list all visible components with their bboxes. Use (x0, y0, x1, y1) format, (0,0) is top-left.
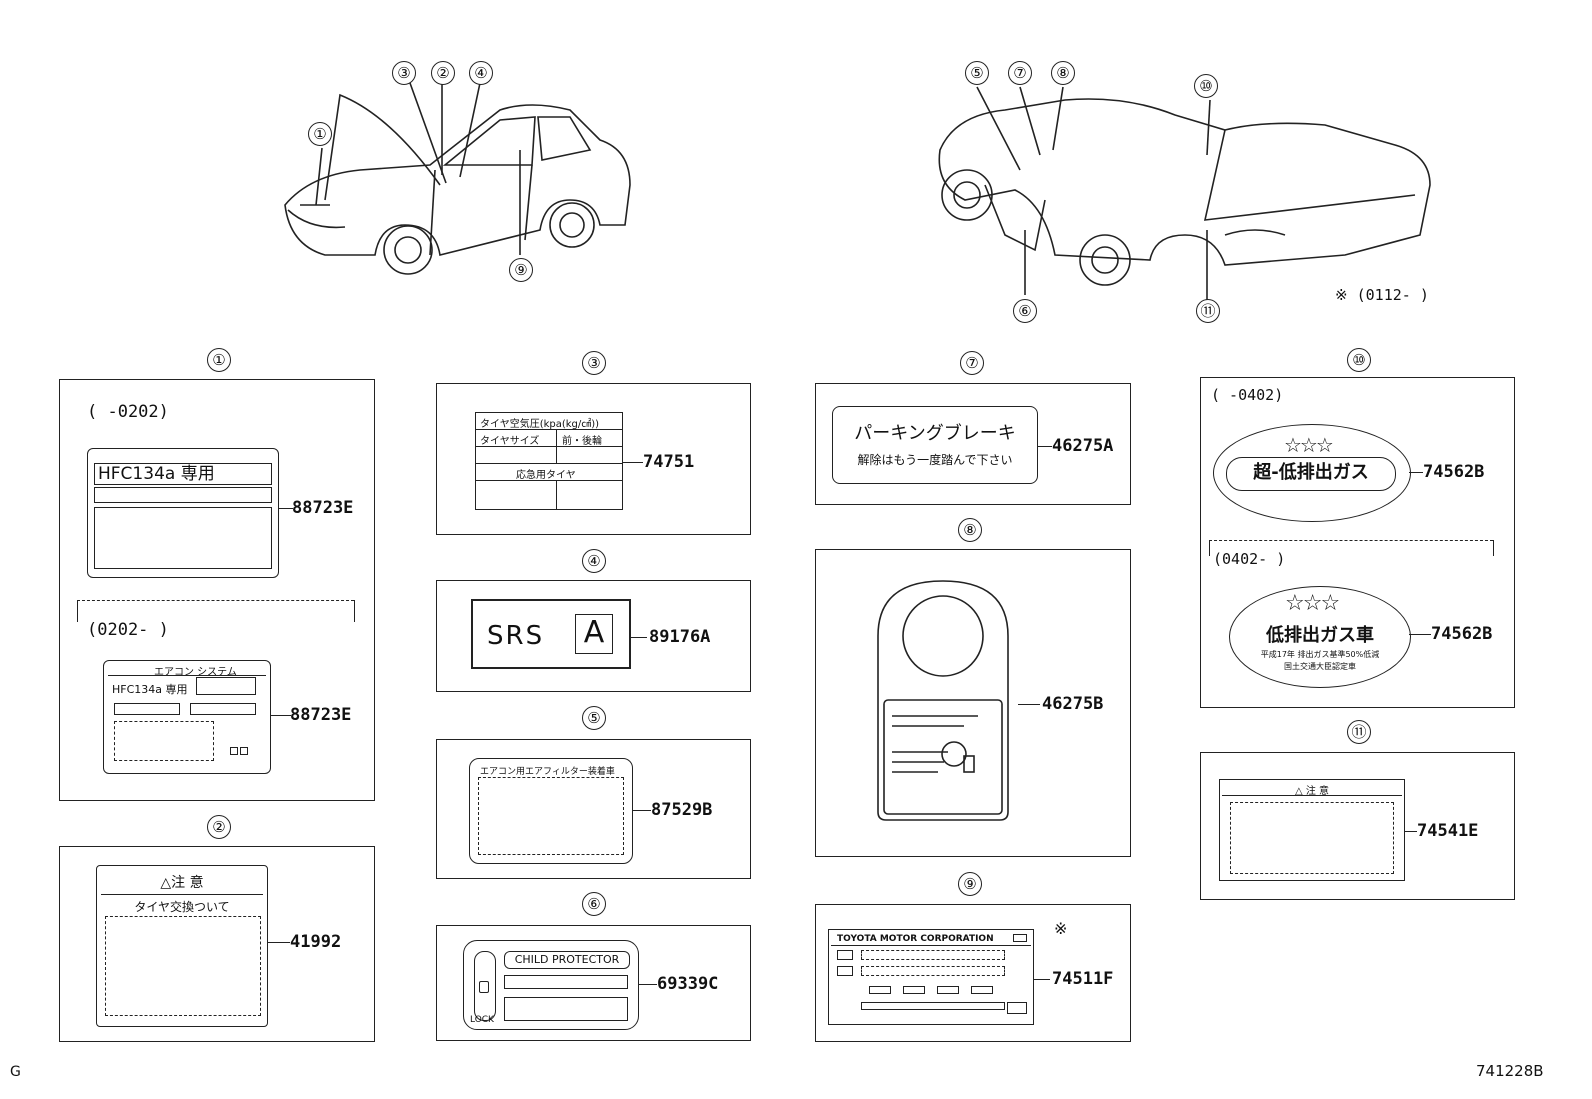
label-hfc134a-b: エアコン システム HFC134a 専用 (103, 660, 271, 774)
label-9-header: TOYOTA MOTOR CORPORATION (837, 934, 994, 944)
stars-icon-a: ☆☆☆ (1284, 433, 1334, 457)
callout-2-top: ② (431, 61, 455, 85)
panel-label-5: エアコン用エアフィルター装着車 87529B (436, 739, 751, 879)
part-number-69339c: 69339C (657, 974, 719, 994)
label-11-header: △ 注 意 (1294, 786, 1330, 797)
label-3-row3: 応急用タイヤ (516, 470, 576, 481)
part-number-89176a: 89176A (649, 627, 711, 647)
label-3-col2: 前・後輪 (562, 436, 602, 447)
callout-7: ⑦ (960, 351, 984, 375)
part-number-74562b-a: 74562B (1423, 462, 1485, 482)
callout-5-top: ⑤ (965, 61, 989, 85)
label-6-header: CHILD PROTECTOR (504, 951, 630, 969)
label-3-header: タイヤ空気圧(kpa(kg/㎠)) (480, 419, 600, 430)
label-low-emission: ☆☆☆ 低排出ガス車 平成17年 排出ガス基準50%低減 国土交通大臣認定車 (1229, 586, 1411, 688)
panel-label-7: パーキングブレーキ 解除はもう一度踏んで下さい 46275A (815, 383, 1131, 505)
panel-label-4: SRS A 89176A (436, 580, 751, 692)
label-b-text: HFC134a 専用 (112, 683, 188, 696)
part-number-74562b-b: 74562B (1431, 624, 1493, 644)
label-7-line1: パーキングブレーキ (854, 423, 1016, 444)
part-number-87529b: 87529B (651, 800, 713, 820)
callout-3: ③ (582, 351, 606, 375)
callout-7-top: ⑦ (1008, 61, 1032, 85)
callout-11-top: ⑪ (1196, 299, 1220, 323)
panel-label-1: ( -0202) HFC134a 専用 88723E (0202- ) エアコン… (59, 379, 375, 801)
label-srs-text: SRS (487, 621, 545, 651)
panel-label-11: △ 注 意 74541E (1200, 752, 1515, 900)
date-range-b: (0202- ) (87, 620, 169, 640)
label-srs: SRS A (471, 599, 631, 669)
label-a-blank (94, 507, 272, 569)
callout-10: ⑩ (1347, 348, 1371, 372)
part-number-88723e-a: 88723E (292, 498, 354, 518)
panel-label-8: 46275B (815, 549, 1131, 857)
label-9-mark: ※ (1054, 919, 1068, 938)
panel-label-3: タイヤ空気圧(kpa(kg/㎠)) タイヤサイズ 前・後輪 応急用タイヤ 747… (436, 383, 751, 535)
label-5-header: エアコン用エアフィルター装着車 (480, 767, 615, 777)
callout-11: ⑪ (1347, 720, 1371, 744)
panel-label-10: ( -0402) ☆☆☆ 超-低排出ガス 74562B (0402- ) ☆☆☆… (1200, 377, 1515, 708)
callout-4-top: ④ (469, 61, 493, 85)
part-number-46275a: 46275A (1052, 436, 1114, 456)
label-2-header: △注 意 (160, 875, 204, 891)
callout-9: ⑨ (958, 872, 982, 896)
production-date-note: ※ (0112- ) (1335, 286, 1429, 304)
date-range-b-10: (0402- ) (1213, 550, 1286, 568)
label-10-b-sub1: 平成17年 排出ガス基準50%低減 (1260, 650, 1380, 659)
callout-9-top: ⑨ (509, 258, 533, 282)
callout-6: ⑥ (582, 892, 606, 916)
rear-car-illustration (938, 86, 1431, 300)
label-a-row (94, 487, 272, 503)
label-b-header: エアコン システム (154, 667, 237, 678)
label-10-b: 低排出ガス車 (1266, 625, 1374, 646)
callout-8: ⑧ (958, 518, 982, 542)
part-number-74511f: 74511F (1052, 969, 1114, 989)
date-range-a-10: ( -0402) (1211, 386, 1284, 404)
label-child-protector: LOCK CHILD PROTECTOR (463, 940, 639, 1030)
date-range-a: ( -0202) (87, 402, 169, 422)
label-tire-change: △注 意 タイヤ交換ついて (96, 865, 268, 1027)
footer-figure-id: 741228B (1476, 1062, 1544, 1080)
panel-label-6: LOCK CHILD PROTECTOR 69339C (436, 925, 751, 1041)
label-tire-pressure: タイヤ空気圧(kpa(kg/㎠)) タイヤサイズ 前・後輪 応急用タイヤ (475, 412, 623, 510)
label-caution-tire: △ 注 意 (1219, 779, 1405, 881)
footer-left-mark: G (10, 1064, 21, 1080)
label-10-a: 超-低排出ガス (1226, 457, 1396, 491)
label-vehicle-id: TOYOTA MOTOR CORPORATION (828, 929, 1034, 1025)
label-3-col1: タイヤサイズ (480, 436, 540, 447)
label-door-hanger (877, 580, 1009, 821)
panel-label-2: △注 意 タイヤ交換ついて 41992 (59, 846, 375, 1042)
callout-2: ② (207, 815, 231, 839)
callout-1: ① (207, 348, 231, 372)
callout-3-top: ③ (392, 61, 416, 85)
front-car-illustration (284, 82, 631, 275)
label-a-text: HFC134a 専用 (94, 463, 272, 485)
part-number-41992: 41992 (290, 932, 342, 952)
callout-1-top: ① (308, 122, 332, 146)
label-ac-filter: エアコン用エアフィルター装着車 (469, 758, 633, 864)
label-ultra-low-emission: ☆☆☆ 超-低排出ガス (1213, 424, 1411, 522)
callout-10-top: ⑩ (1194, 74, 1218, 98)
callout-8-top: ⑧ (1051, 61, 1075, 85)
panel-label-9: TOYOTA MOTOR CORPORATION ※ 74511F (815, 904, 1131, 1042)
part-number-74541e: 74541E (1417, 821, 1479, 841)
label-hfc134a-a: HFC134a 専用 (87, 448, 279, 578)
callout-4: ④ (582, 549, 606, 573)
label-parking-brake: パーキングブレーキ 解除はもう一度踏んで下さい (832, 406, 1038, 484)
callout-5: ⑤ (582, 706, 606, 730)
label-2-subheader: タイヤ交換ついて (134, 900, 230, 914)
part-number-88723e-b: 88723E (290, 705, 352, 725)
part-number-74751: 74751 (643, 452, 695, 472)
label-7-line2: 解除はもう一度踏んで下さい (857, 453, 1013, 467)
label-6-lock: LOCK (470, 1015, 494, 1025)
stars-icon-b: ☆☆☆ (1285, 591, 1340, 616)
part-number-46275b: 46275B (1042, 694, 1104, 714)
label-10-b-sub2: 国土交通大臣認定車 (1284, 662, 1356, 671)
label-srs-boxed: A (575, 614, 613, 654)
callout-6-top: ⑥ (1013, 299, 1037, 323)
